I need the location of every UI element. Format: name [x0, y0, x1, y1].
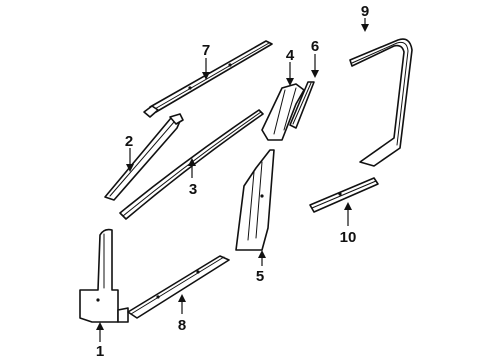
part-8-front-scuff-plate: [127, 255, 230, 319]
part-7-roof-rail: [143, 40, 273, 118]
part-5-center-pillar-lower: [235, 149, 275, 251]
callout-2: 2: [125, 133, 133, 150]
callout-5: 5: [256, 268, 264, 285]
part-10-rear-scuff-plate: [309, 177, 379, 213]
callout-8: 8: [178, 317, 186, 334]
callout-7: 7: [202, 42, 210, 59]
callout-9: 9: [361, 3, 369, 20]
callout-4: 4: [286, 47, 295, 64]
part-4-center-pillar-upper: [261, 83, 305, 141]
part-1-front-pillar-lower: [79, 228, 129, 323]
callout-10: 10: [340, 229, 357, 246]
callout-3: 3: [189, 181, 197, 198]
part-2-front-pillar-upper: [104, 113, 184, 201]
callout-1: 1: [96, 343, 104, 360]
part-9-weatherstrip: [349, 38, 413, 167]
callout-6: 6: [311, 38, 319, 55]
leader-lines: [96, 18, 369, 342]
part-6-pillar-strip: [289, 81, 315, 129]
callout-labels: 1 2 3 4 5 6 7 8 9 10: [96, 3, 369, 360]
